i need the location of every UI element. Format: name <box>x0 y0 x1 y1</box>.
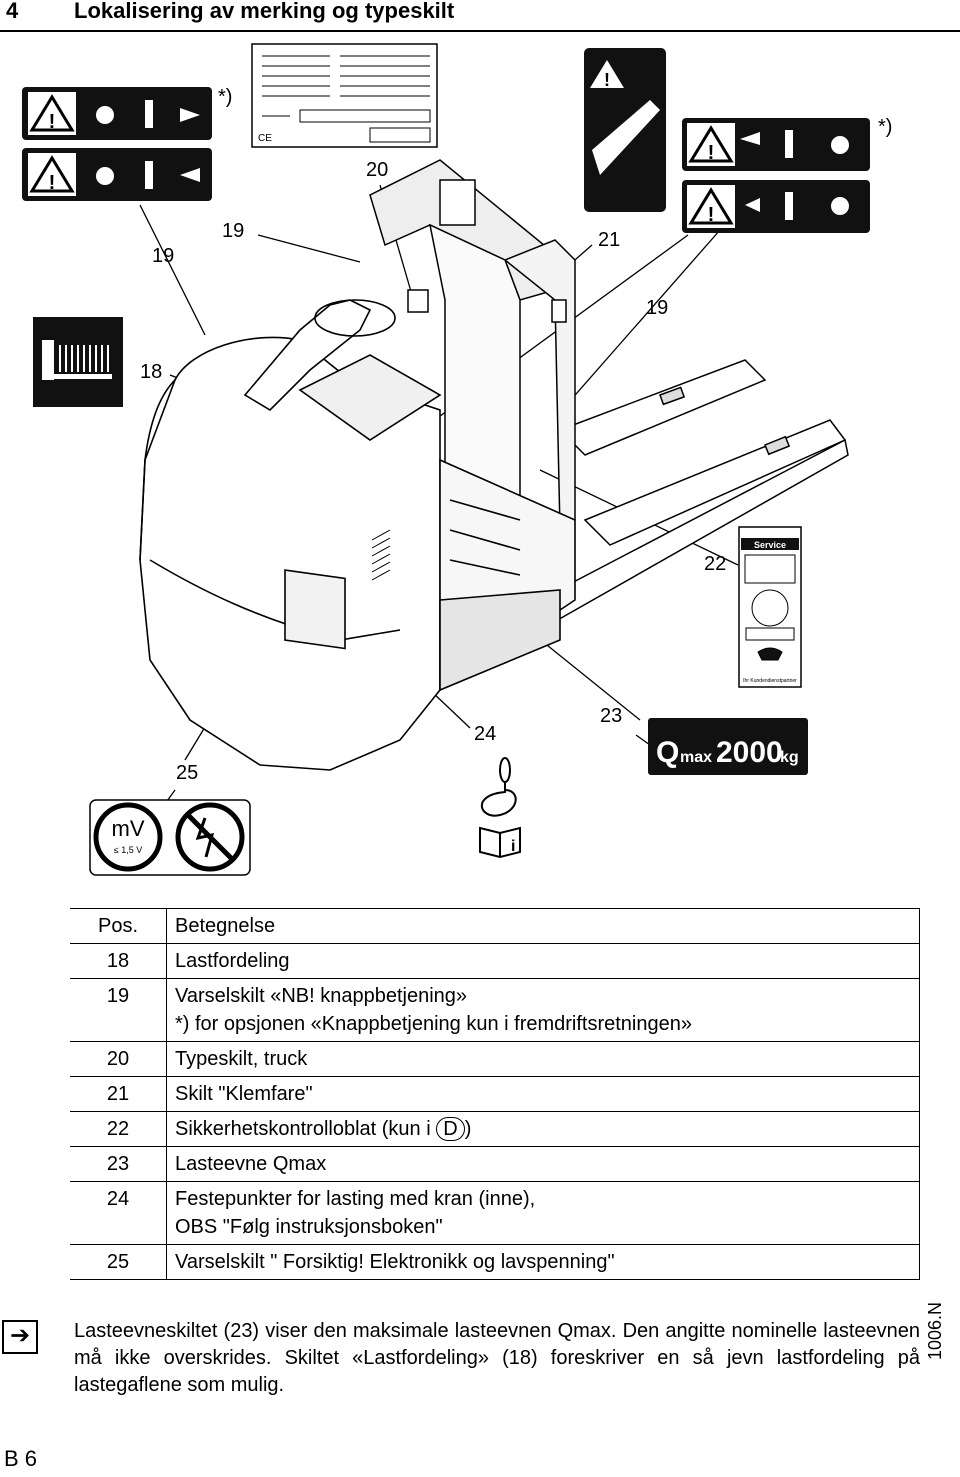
page-title: Lokalisering av merking og typeskilt <box>74 0 455 23</box>
service-label: Service <box>754 540 786 550</box>
crane-hook-sign-24 <box>479 757 521 859</box>
row-pos: 23 <box>70 1146 167 1182</box>
table-row: 24 Festepunkter for lasting med kran (in… <box>70 1181 920 1245</box>
electronics-warning-sign-25 <box>89 799 251 876</box>
page-footer: B 6 <box>4 1446 38 1471</box>
svg-text:!: ! <box>708 204 715 226</box>
callout-19c: 19 <box>646 297 669 319</box>
position-table: Pos. Betegnelse 18 Lastfordeling 19 Vars… <box>70 908 920 1280</box>
mv-sub-label: ≤ 1,5 V <box>114 845 142 855</box>
callout-23: 23 <box>600 705 623 727</box>
qmax-unit: kg <box>780 749 799 766</box>
callout-21: 21 <box>598 229 621 251</box>
callout-20: 20 <box>366 159 389 181</box>
table-row: 21 Skilt "Klemfare" <box>70 1076 920 1112</box>
row-name: Lasteevne Qmax <box>166 1146 920 1182</box>
table-header-row: Pos. Betegnelse <box>70 908 920 944</box>
warning-sign-19-left: ! ! <box>22 87 212 201</box>
table-row: 18 Lastfordeling <box>70 943 920 979</box>
row-name: Typeskilt, truck <box>166 1041 920 1077</box>
row-pos: 25 <box>70 1244 167 1280</box>
row-name: Skilt "Klemfare" <box>166 1076 920 1112</box>
qmax-sub: max <box>680 749 712 766</box>
truck-body <box>139 299 576 771</box>
table-row: 23 Lasteevne Qmax <box>70 1146 920 1182</box>
row-name: Festepunkter for lasting med kran (inne)… <box>166 1181 920 1245</box>
svg-text:!: ! <box>49 111 56 133</box>
svg-text:!: ! <box>708 142 715 164</box>
table-row: 22 Sikkerhetskontrolloblat (kun i D) <box>70 1111 920 1147</box>
row-pos: 24 <box>70 1181 167 1245</box>
capacity-sign-23 <box>648 718 808 775</box>
callout-18: 18 <box>140 361 163 383</box>
row-pos: 22 <box>70 1111 167 1147</box>
callout-19b: 19 <box>222 220 245 242</box>
forks <box>518 359 849 631</box>
row-name: Lastfordeling <box>166 943 920 979</box>
row-pos: 20 <box>70 1041 167 1077</box>
callout-19a: 19 <box>152 245 175 267</box>
backrest <box>369 159 576 532</box>
book-info-icon: i <box>511 838 515 855</box>
callout-24: 24 <box>474 723 497 745</box>
header-rule <box>0 30 960 32</box>
crush-warning-sign-21: ! <box>584 48 666 212</box>
table-row: 25 Varselskilt " Forsiktig! Elektronikk … <box>70 1244 920 1280</box>
table-row: 19 Varselskilt «NB! knappbetjening»*) fo… <box>70 978 920 1042</box>
row-pos: 18 <box>70 943 167 979</box>
ce-mark: CE <box>258 133 272 144</box>
option-marker-left: *) <box>218 86 233 108</box>
row-name: Varselskilt «NB! knappbetjening»*) for o… <box>166 978 920 1042</box>
qmax-value: 2000 <box>716 736 783 769</box>
kundendienst-label: Ihr Kundendienstpartner <box>743 678 797 684</box>
note-arrow-icon: ➔ <box>2 1320 38 1354</box>
table-row: 20 Typeskilt, truck <box>70 1041 920 1077</box>
type-plate-20 <box>251 43 438 148</box>
mv-label: mV <box>112 816 145 841</box>
truck-illustration: ! ! CE ! ! ! <box>22 43 870 876</box>
row-pos: 21 <box>70 1076 167 1112</box>
load-distribution-sign-18 <box>33 317 123 407</box>
note-paragraph: Lasteevneskiltet (23) viser den maksimal… <box>74 1320 920 1396</box>
row-name: Varselskilt " Forsiktig! Elektronikk og … <box>166 1244 920 1280</box>
warning-sign-19-right: ! ! <box>682 118 870 233</box>
option-marker-right: *) <box>878 116 893 138</box>
service-sheet-22 <box>738 526 802 688</box>
svg-text:!: ! <box>604 70 610 90</box>
header-pos: Pos. <box>70 908 167 944</box>
header-name: Betegnelse <box>166 908 920 944</box>
section-number: 4 <box>6 0 19 23</box>
callout-25: 25 <box>176 762 199 784</box>
qmax-q: Q <box>656 736 679 769</box>
callout-22: 22 <box>704 553 727 575</box>
country-code-badge: D <box>436 1117 465 1141</box>
row-pos: 19 <box>70 978 167 1042</box>
row-name: Sikkerhetskontrolloblat (kun i D) <box>166 1111 920 1147</box>
document-id: 1006.N <box>925 1301 945 1360</box>
svg-text:!: ! <box>49 172 56 194</box>
